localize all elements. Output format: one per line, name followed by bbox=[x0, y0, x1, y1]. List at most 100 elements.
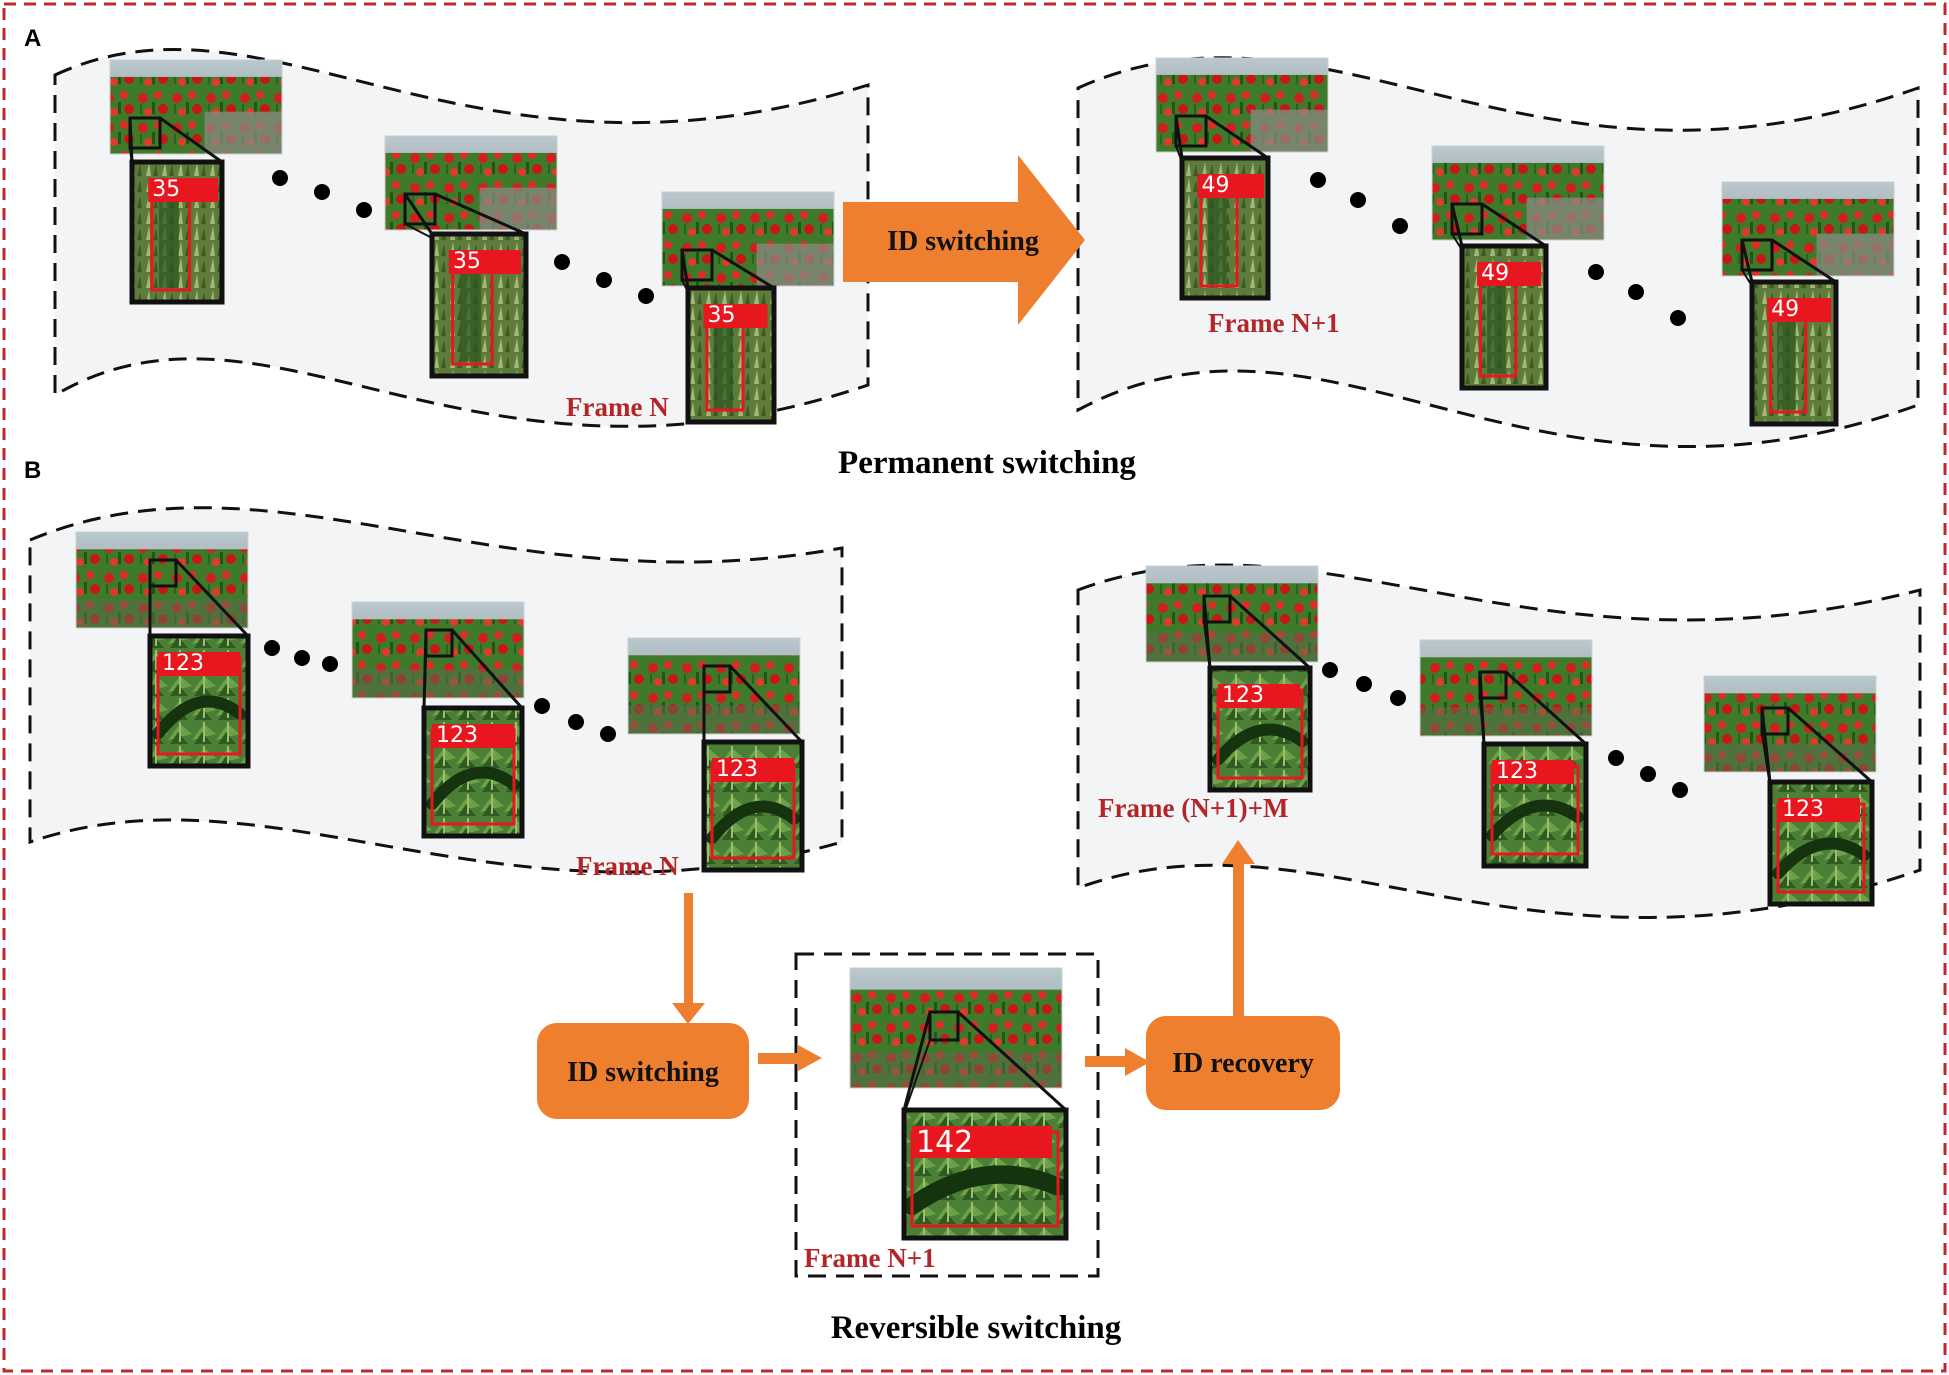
zoom-connector bbox=[1504, 670, 1588, 746]
track-id-text: 35 bbox=[453, 249, 481, 274]
ellipsis-dots bbox=[264, 170, 1688, 798]
magnified-crop-with-id-tag: 123 bbox=[421, 705, 525, 839]
pepper-plant-photo bbox=[75, 531, 249, 629]
track-id-text: 123 bbox=[436, 723, 478, 748]
id-tag bbox=[448, 250, 521, 274]
panel-b-switch-label: ID switching bbox=[567, 1057, 719, 1088]
zoom-connector bbox=[174, 558, 250, 638]
id-tag bbox=[1197, 174, 1264, 198]
track-id-text: 49 bbox=[1771, 297, 1799, 322]
magnified-crop-with-id-tag: 49 bbox=[1749, 279, 1839, 427]
panel-a-before-frame-1: 35 bbox=[109, 59, 283, 305]
panel-a-before-frame-2: 35 bbox=[384, 135, 558, 379]
selection-box bbox=[1740, 238, 1774, 272]
track-id-text: 123 bbox=[1222, 683, 1264, 708]
zoom-connector bbox=[711, 248, 775, 290]
pepper-plant-photo bbox=[1155, 57, 1329, 153]
pepper-plant-photo bbox=[627, 637, 801, 735]
pepper-plant-photo bbox=[1703, 675, 1877, 773]
selection-box bbox=[424, 628, 454, 658]
ellipsis-dot bbox=[272, 170, 288, 186]
id-tag bbox=[148, 178, 218, 202]
ellipsis-dot bbox=[600, 726, 616, 742]
ellipsis-dot bbox=[1392, 218, 1408, 234]
zoom-connector bbox=[728, 664, 804, 744]
zoom-connector bbox=[1205, 114, 1269, 160]
panel-b-after-frame-1: 123 bbox=[1145, 565, 1319, 793]
panel-b-after-frame-3: 123 bbox=[1703, 675, 1877, 907]
pepper-plant-photo bbox=[849, 967, 1063, 1089]
panel-a-switch-label: ID switching bbox=[887, 226, 1039, 257]
panel-a-after-frame-label: Frame N+1 bbox=[1208, 308, 1340, 338]
ellipsis-dot bbox=[1588, 264, 1604, 280]
ellipsis-dot bbox=[1640, 766, 1656, 782]
zoom-connector bbox=[1481, 202, 1547, 248]
magnified-crop-with-id-tag: 35 bbox=[129, 159, 225, 305]
id-tag bbox=[432, 724, 514, 748]
zoom-connector bbox=[1740, 239, 1754, 283]
panel-a-before-frame-label: Frame N bbox=[566, 392, 669, 422]
ellipsis-dot bbox=[1670, 310, 1686, 326]
ellipsis-dot bbox=[356, 202, 372, 218]
panel-a-before-frame-3: 35 bbox=[661, 191, 835, 425]
panel-b-recovery-box bbox=[1146, 1016, 1340, 1110]
ellipsis-dot bbox=[1390, 690, 1406, 706]
id-tag bbox=[703, 304, 768, 328]
id-tag bbox=[1767, 298, 1832, 322]
zoom-connector bbox=[404, 223, 433, 239]
ellipsis-dot bbox=[554, 254, 570, 270]
zoom-connector bbox=[423, 655, 427, 713]
magnified-crop-with-id-tag: 123 bbox=[1481, 741, 1589, 869]
panel-a-after-frame-1: 49 bbox=[1155, 57, 1329, 301]
pepper-plant-photo bbox=[1145, 565, 1319, 663]
magnified-crop-with-id-tag: 49 bbox=[1179, 155, 1271, 301]
ellipsis-dot bbox=[1628, 284, 1644, 300]
panel-b-after-frame-label: Frame (N+1)+M bbox=[1098, 793, 1288, 823]
magnified-crop-with-id-tag: 123 bbox=[147, 633, 251, 769]
ellipsis-dot bbox=[596, 272, 612, 288]
selection-box bbox=[148, 558, 178, 588]
selection-box bbox=[928, 1010, 960, 1042]
panel-b-caption: Reversible switching bbox=[831, 1310, 1122, 1346]
zoom-connector bbox=[902, 1011, 932, 1111]
zoom-connector bbox=[1479, 697, 1485, 749]
pepper-plant-photo bbox=[1721, 181, 1895, 277]
ellipsis-dot bbox=[264, 640, 280, 656]
selection-box bbox=[1760, 706, 1790, 736]
panel-b-switch-box bbox=[537, 1023, 749, 1119]
id-tag bbox=[1477, 262, 1542, 286]
selection-box bbox=[1174, 114, 1208, 148]
zoom-connector bbox=[403, 193, 434, 235]
panel-b-after-frame-2: 123 bbox=[1419, 639, 1593, 869]
ellipsis-dot bbox=[322, 656, 338, 672]
track-id-text: 49 bbox=[1201, 173, 1229, 198]
magnified-crop-with-id-tag: 123 bbox=[1767, 779, 1875, 907]
id-tag bbox=[712, 758, 794, 782]
track-id-text: 142 bbox=[916, 1125, 973, 1160]
zoom-connector bbox=[956, 1010, 1068, 1112]
panel-b-before-frame-1: 123 bbox=[75, 531, 251, 769]
track-id-text: 123 bbox=[1782, 797, 1824, 822]
panel-b-before-frame-label: Frame N bbox=[576, 851, 679, 881]
panel-a-switch-arrow bbox=[843, 155, 1085, 325]
zoom-connector bbox=[903, 1039, 931, 1115]
zoom-connector bbox=[1787, 706, 1873, 784]
track-id-text: 35 bbox=[707, 303, 735, 328]
ellipsis-dot bbox=[1350, 192, 1366, 208]
panel-b-arrow-to-recovery bbox=[1085, 1048, 1150, 1076]
zoom-connector bbox=[450, 628, 524, 710]
zoom-connector bbox=[1203, 621, 1211, 673]
panel-a-caption: Permanent switching bbox=[838, 445, 1136, 481]
magnified-crop-with-id-tag: 49 bbox=[1459, 243, 1549, 391]
selection-box bbox=[680, 248, 714, 282]
zoom-connector bbox=[1761, 733, 1771, 787]
panel-b-arrow-to-middle bbox=[758, 1045, 822, 1071]
panel-a-after-frame-3: 49 bbox=[1721, 181, 1895, 427]
panel-b-middle-frame-label: Frame N+1 bbox=[804, 1243, 936, 1273]
ellipsis-dot bbox=[1672, 782, 1688, 798]
zoom-connector bbox=[159, 116, 223, 164]
ellipsis-dot bbox=[638, 288, 654, 304]
